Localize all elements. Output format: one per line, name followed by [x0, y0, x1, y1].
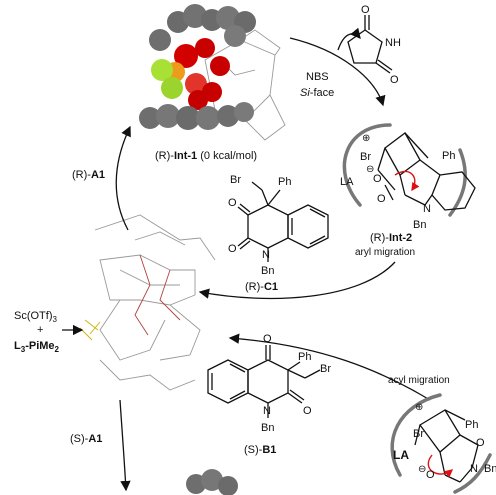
int2-ph: Ph — [442, 150, 455, 162]
acyl-plus: ⊕ — [415, 402, 423, 413]
b1-o-top: O — [263, 333, 272, 345]
acyl-br: Br — [413, 428, 424, 440]
int2-plus: ⊕ — [362, 133, 370, 144]
acyl-migration-label: acyl migration — [388, 375, 450, 386]
c1-structure: Br Ph O O N Bn — [228, 174, 329, 277]
int2-o1: O — [373, 173, 382, 185]
acyl-la: LA — [393, 448, 409, 462]
b1-label: (S)-B1 — [244, 444, 276, 456]
acyl-ph: Ph — [465, 419, 478, 431]
acyl-n: N — [470, 463, 478, 475]
acyl-o1: O — [426, 469, 435, 481]
b1-bn: Bn — [261, 422, 274, 434]
succinimide-o-bottom: O — [390, 74, 399, 86]
c1-ph: Ph — [278, 176, 291, 188]
catalyst-ligand: L3-PiMe2 — [14, 340, 60, 354]
arrow-acyl-to-b1 — [228, 333, 431, 401]
b1-ph: Ph — [298, 351, 311, 363]
acyl-o2: O — [476, 437, 485, 449]
int2-structure: ⊕ Br Ph ⊖ O LA O N Bn — [340, 123, 476, 231]
int2-minus: ⊖ — [366, 164, 374, 175]
b1-br: Br — [320, 363, 331, 375]
b1-structure: O Ph Br O N Bn — [207, 333, 331, 434]
catalyst-sc-otf3: Sc(OTf)3 — [14, 310, 58, 324]
arrow-catalyst-to-int1 — [115, 125, 131, 231]
c1-n: N — [262, 249, 270, 261]
c1-label: (R)-C1 — [245, 281, 278, 293]
c1-o-top: O — [228, 197, 237, 209]
int2-o2: O — [377, 193, 386, 205]
b1-o-bottom: O — [303, 405, 312, 417]
nbs-label: NBS — [306, 71, 329, 83]
sa1-label: (S)-A1 — [70, 433, 102, 445]
int2-br: Br — [360, 151, 371, 163]
acyl-bn: Bn — [484, 463, 496, 475]
b1-n: N — [263, 405, 271, 417]
ra1-label: (R)-A1 — [72, 169, 105, 181]
succinimide-structure: O NH O — [347, 4, 401, 86]
si-face-label: Si-face — [300, 87, 334, 99]
int2-label: (R)-Int-2 — [370, 232, 412, 244]
arrow-int1-to-int2 — [289, 37, 386, 107]
int2-la: LA — [340, 176, 354, 188]
succinimide-nh: NH — [385, 37, 401, 49]
int2-n: N — [423, 203, 431, 215]
acyl-migration-structure: ⊕ Br Ph LA ⊖ O O N Bn — [390, 393, 496, 494]
bottom-space-filling-fragment — [186, 469, 238, 495]
arrow-catalyst-to-sa1 — [119, 399, 131, 492]
c1-bn: Bn — [261, 265, 274, 277]
c1-o-bottom: O — [228, 243, 237, 255]
arrow-nbs-release — [337, 27, 361, 51]
succinimide-o-top: O — [361, 4, 370, 16]
int1-space-filling-model — [139, 4, 286, 141]
c1-br: Br — [230, 174, 241, 186]
aryl-migration-label: aryl migration — [355, 247, 415, 258]
int1-label: (R)-Int-1 (0 kcal/mol) — [155, 150, 257, 162]
arrow-int2-to-catalyst — [198, 261, 396, 300]
int2-bn: Bn — [413, 219, 426, 231]
catalyst-plus: + — [37, 324, 43, 336]
catalyst-wireframe-model — [79, 214, 216, 391]
acyl-minus: ⊖ — [418, 464, 426, 475]
